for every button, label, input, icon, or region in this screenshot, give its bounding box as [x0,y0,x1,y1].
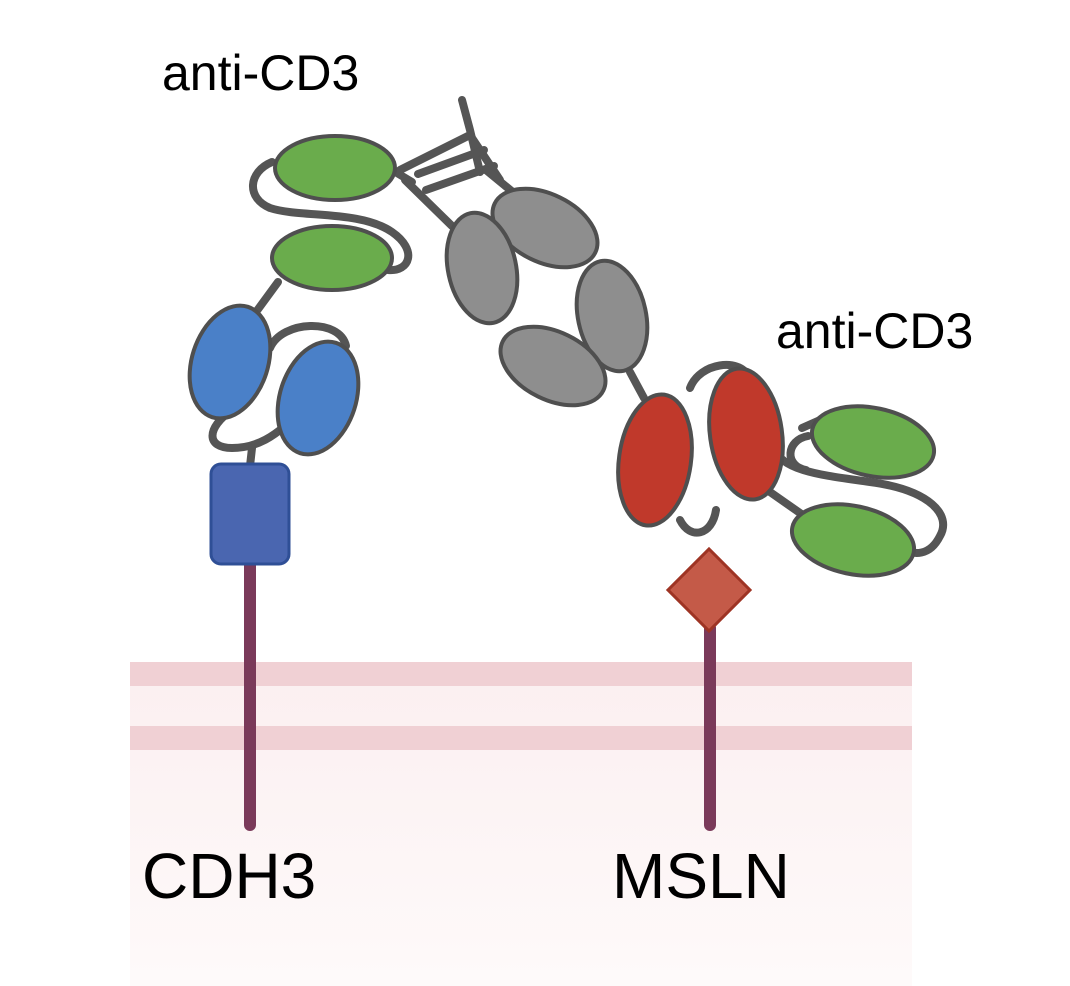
fc-to-right-fab-linker [626,368,648,402]
msln-binder-domain-1 [616,392,694,528]
right-anti-cd3-domain-2 [789,502,917,578]
fc-domain-ch2-top [490,186,600,270]
right-anti-cd3-scfv [789,404,937,578]
cdh3-binder-fab [187,303,361,457]
cdh3-label: CDH3 [142,840,316,912]
left-anti-cd3-domain-1 [273,134,397,202]
anti-cd3-left-label: anti-CD3 [162,45,359,101]
msln-label: MSLN [612,840,790,912]
cdh3-binder-domain-1 [187,303,273,421]
msln-receptor [665,546,753,634]
disulfide-bond-1 [414,146,488,178]
cdh3-binder-domain-2 [275,339,361,457]
left-anti-cd3-scfv [270,134,397,292]
hinge-left-leg [401,176,456,230]
msln-binder-fab [616,366,785,528]
fc-domain-ch3-right [574,258,650,374]
membrane-inner-leaflet [130,726,912,750]
left-fab-top-loop [266,322,350,352]
cell-interior [130,662,912,986]
right-fab-bottom-loop [676,506,720,537]
fc-region [444,186,650,408]
hinge-top-stub [458,96,484,176]
right-anti-cd3-domain-1 [809,404,937,480]
left-scfv-linker-loop [249,158,413,275]
cdh3-receptor [209,462,291,566]
left-vh-connector [252,278,282,316]
right-scfv-side-loop [786,432,812,474]
msln-binder-domain-2 [707,366,785,502]
fc-domain-ch2-left [444,210,520,326]
left-anti-cd3-domain-2 [270,224,394,292]
membrane-outer-leaflet [130,662,912,686]
anti-cd3-right-label: anti-CD3 [776,303,973,359]
fc-domain-ch3-bottom [498,324,608,408]
cell-membrane [130,662,912,986]
